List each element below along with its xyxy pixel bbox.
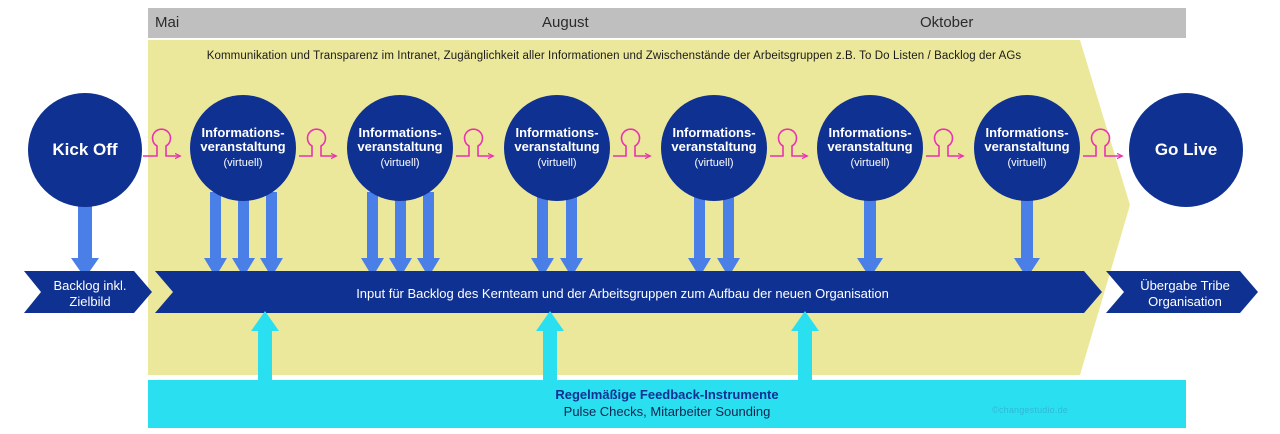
feedback-bar-text: Regelmäßige Feedback-Instrumente Pulse C… — [148, 387, 1186, 421]
node-sublabel: (virtuell) — [537, 156, 577, 169]
up-arrow — [791, 311, 819, 387]
feedback-band — [148, 380, 1186, 428]
node-sublabel: (virtuell) — [694, 156, 734, 169]
down-arrow — [717, 192, 740, 277]
backlog-main-bar — [155, 271, 1102, 313]
node-label: Kick Off — [52, 140, 118, 160]
down-arrow — [260, 192, 283, 277]
down-arrow — [560, 192, 583, 277]
node-sublabel: (virtuell) — [380, 156, 420, 169]
loop-connector — [770, 128, 807, 156]
node-info-event-5[interactable]: Informations- veranstaltung (virtuell) — [817, 95, 923, 201]
month-label-august: August — [542, 14, 589, 31]
loop-connector — [299, 128, 336, 156]
down-arrow — [531, 192, 554, 277]
down-arrow — [417, 192, 440, 277]
node-label: Go Live — [1154, 140, 1218, 160]
down-arrow — [389, 196, 412, 277]
up-arrow — [536, 311, 564, 387]
loop-connector — [143, 128, 180, 156]
node-sublabel: (virtuell) — [1007, 156, 1047, 169]
backlog-left-chevron — [24, 271, 152, 313]
backlog-main-bar-label: Input für Backlog des Kernteam und der A… — [356, 286, 889, 301]
loop-connector — [456, 128, 493, 156]
down-arrow — [688, 192, 711, 277]
down-arrow — [204, 192, 227, 277]
down-arrow — [232, 196, 255, 277]
banner-caption: Kommunikation und Transparenz im Intrane… — [206, 50, 1022, 62]
credit-text: ©changestudio.de — [992, 405, 1068, 415]
node-info-event-1[interactable]: Informations- veranstaltung (virtuell) — [190, 95, 296, 201]
node-label: Informations- veranstaltung — [514, 124, 600, 155]
yellow-phase-arrow — [148, 40, 1130, 375]
node-label: Informations- veranstaltung — [984, 124, 1070, 155]
backlog-right-chevron — [1106, 271, 1258, 313]
feedback-title: Regelmäßige Feedback-Instrumente — [555, 387, 779, 402]
node-info-event-6[interactable]: Informations- veranstaltung (virtuell) — [974, 95, 1080, 201]
loop-connectors-group — [143, 128, 1122, 156]
node-sublabel: (virtuell) — [850, 156, 890, 169]
feedback-arrows-group — [251, 311, 819, 387]
node-label: Informations- veranstaltung — [357, 124, 443, 155]
down-arrow — [1014, 196, 1040, 278]
node-info-event-3[interactable]: Informations- veranstaltung (virtuell) — [504, 95, 610, 201]
up-arrow — [251, 311, 279, 387]
node-sublabel: (virtuell) — [223, 156, 263, 169]
node-label: Informations- veranstaltung — [671, 124, 757, 155]
node-label: Informations- veranstaltung — [827, 124, 913, 155]
backlog-right-chevron-label: Übergabe Tribe Organisation — [1140, 278, 1230, 309]
input-arrows-group — [71, 192, 1040, 278]
loop-connector — [926, 128, 963, 156]
down-arrow — [361, 192, 384, 277]
node-kick-off[interactable]: Kick Off — [28, 93, 142, 207]
down-arrow — [71, 196, 99, 278]
loop-connector — [613, 128, 650, 156]
month-label-oktober: Oktober — [920, 14, 974, 31]
down-arrow — [857, 196, 883, 278]
node-label: Informations- veranstaltung — [200, 124, 286, 155]
month-label-mai: Mai — [155, 14, 180, 31]
month-band — [148, 8, 1186, 38]
node-go-live[interactable]: Go Live — [1129, 93, 1243, 207]
node-info-event-2[interactable]: Informations- veranstaltung (virtuell) — [347, 95, 453, 201]
backlog-left-chevron-label: Backlog inkl. Zielbild — [53, 278, 127, 309]
node-info-event-4[interactable]: Informations- veranstaltung (virtuell) — [661, 95, 767, 201]
loop-connector — [1083, 128, 1122, 156]
feedback-subtitle: Pulse Checks, Mitarbeiter Sounding — [563, 403, 771, 419]
